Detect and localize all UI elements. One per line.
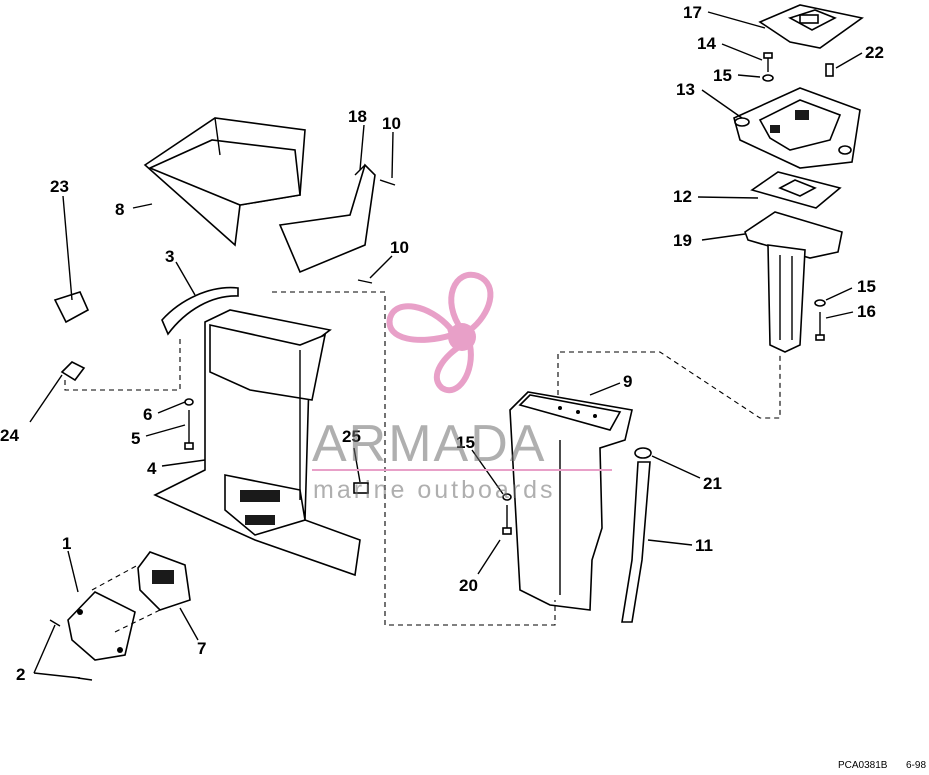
callout-24: 24: [0, 426, 19, 445]
callout-17: 17: [683, 3, 702, 22]
propeller-logo-icon: [386, 271, 494, 394]
callout-4: 4: [147, 459, 157, 478]
part-15-washer-bottom: [502, 493, 512, 501]
part-9-housing: [509, 391, 633, 611]
part-15-washer-top: [762, 74, 774, 82]
callout-18: 18: [348, 107, 367, 126]
part-3-seal: [161, 286, 239, 336]
callout-22: 22: [865, 43, 884, 62]
part-1-cover-plate: [67, 591, 136, 661]
part-16-bolt: [815, 312, 825, 341]
part-10-screw-lower: [357, 279, 373, 284]
part-6-washer: [184, 398, 194, 406]
callout-12: 12: [673, 187, 692, 206]
callout-21: 21: [703, 474, 722, 493]
part-13-housing: [733, 87, 861, 169]
callout-10-lower: 10: [390, 238, 409, 257]
callout-16: 16: [857, 302, 876, 321]
callout-7: 7: [197, 639, 206, 658]
part-25-grommet: [353, 482, 369, 494]
part-14-bolt: [763, 52, 773, 72]
callout-2: 2: [16, 665, 25, 684]
part-11-tube: [621, 461, 651, 623]
part-4-housing: [153, 309, 361, 577]
callout-14: 14: [697, 34, 716, 53]
part-2-screw-lower: [77, 677, 93, 681]
part-20-bolt: [502, 505, 512, 535]
callout-6: 6: [143, 405, 152, 424]
watermark: ARMADA marine outboards: [312, 415, 612, 504]
callout-1: 1: [62, 534, 71, 553]
callout-11: 11: [695, 536, 713, 555]
part-17-plate: [758, 4, 864, 49]
leader-lines: [29, 11, 863, 679]
watermark-tagline: marine outboards: [313, 476, 556, 504]
callout-25: 25: [342, 427, 361, 446]
figure-code: PCA0381B: [838, 760, 888, 770]
part-8-cover: [143, 117, 306, 247]
part-7-bracket: [137, 551, 191, 611]
figure-date: 6-98: [906, 760, 926, 770]
callout-10-upper: 10: [382, 114, 401, 133]
part-12-gasket: [750, 171, 842, 209]
callout-5: 5: [131, 429, 140, 448]
callout-9: 9: [623, 372, 632, 391]
part-15-washer-mid: [814, 299, 826, 307]
callout-3: 3: [165, 247, 174, 266]
part-5-bolt: [184, 410, 194, 450]
watermark-brand: ARMADA: [312, 415, 546, 473]
part-24-plug: [60, 361, 86, 382]
callout-15-mid: 15: [857, 277, 876, 296]
part-19-exhaust-tube: [744, 211, 843, 353]
callout-13: 13: [676, 80, 695, 99]
part-2-screw-upper: [49, 619, 61, 627]
part-22-pin: [825, 63, 834, 77]
callout-15-top: 15: [713, 66, 732, 85]
callout-19: 19: [673, 231, 692, 250]
part-10-screw-upper: [379, 179, 396, 186]
callouts: 17 14 15 13 22 12 19 15 16 8 18 10 10 23…: [0, 3, 884, 684]
part-21-grommet: [634, 447, 652, 459]
callout-15-bottom: 15: [456, 433, 475, 452]
callout-23: 23: [50, 177, 69, 196]
assembly-lines: [64, 291, 781, 633]
callout-8: 8: [115, 200, 124, 219]
callout-20: 20: [459, 576, 478, 595]
